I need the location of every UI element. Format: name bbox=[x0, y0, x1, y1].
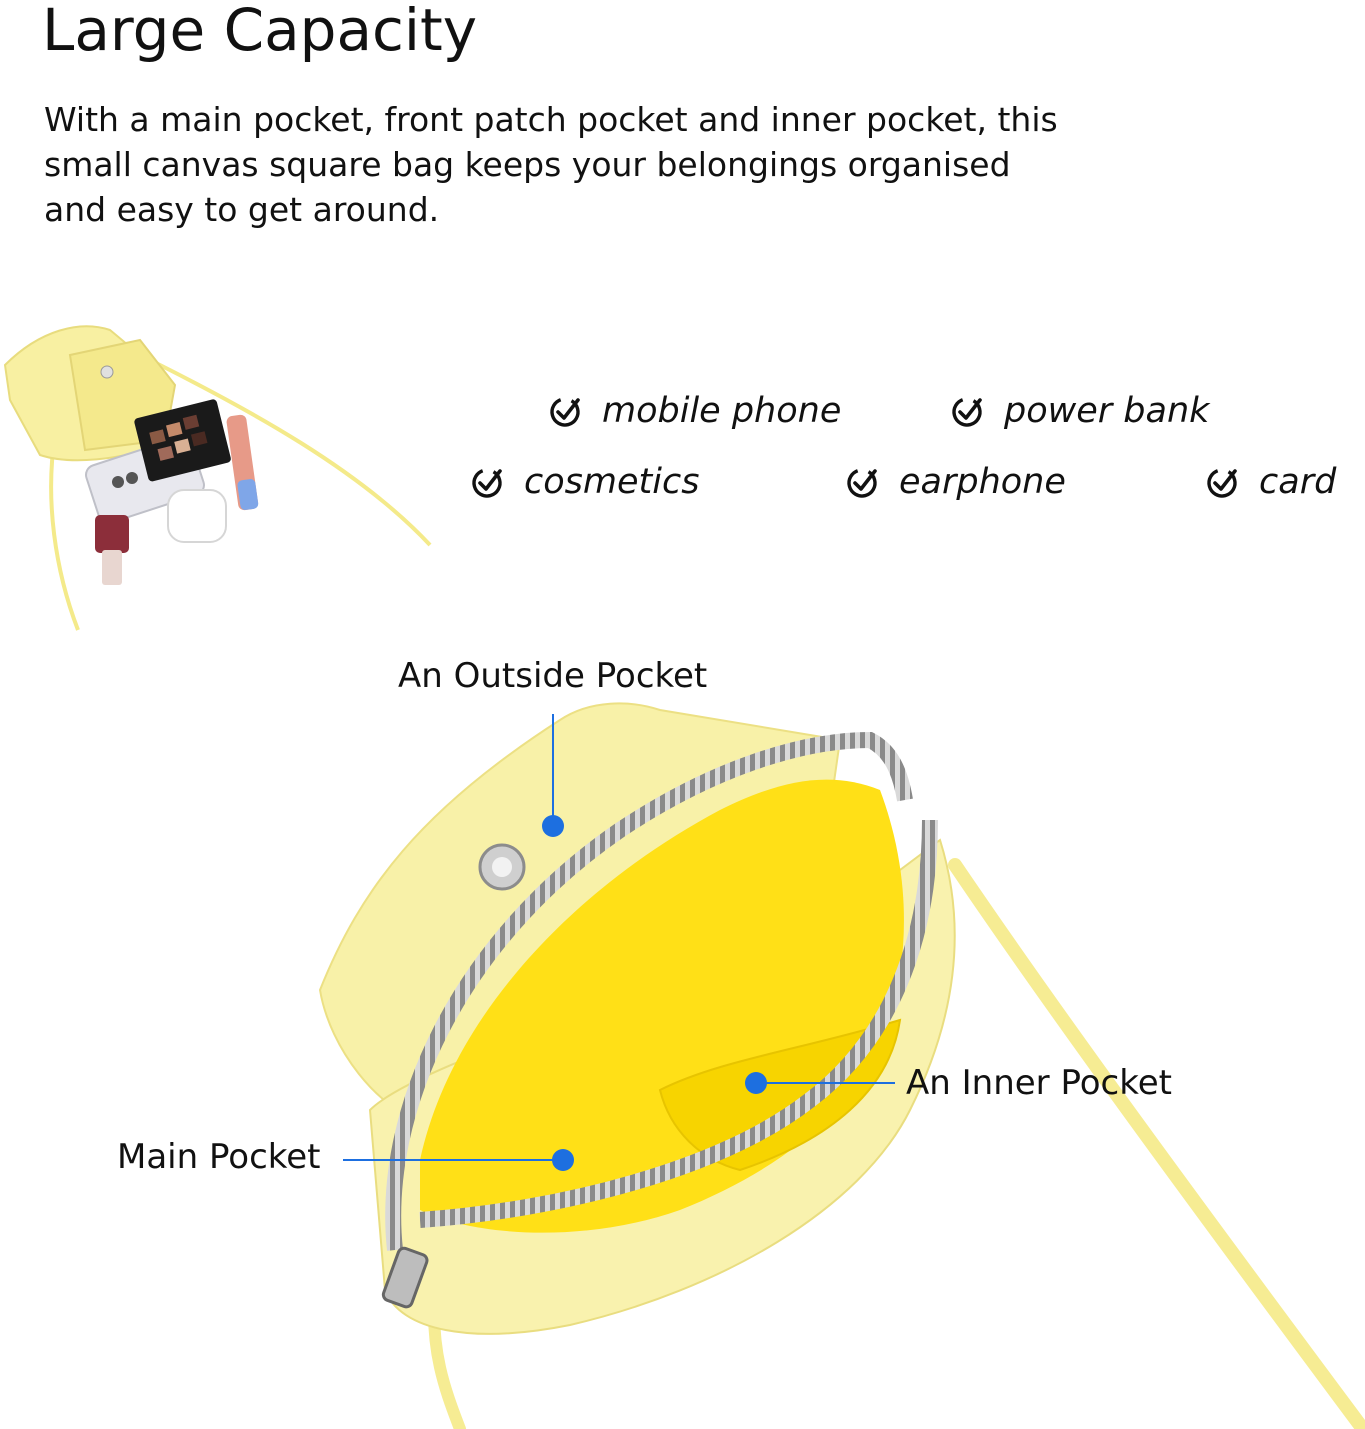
capacity-item-card: card bbox=[1205, 462, 1336, 502]
capacity-item-cosmetics: cosmetics bbox=[470, 462, 699, 502]
capacity-item-mobile-phone: mobile phone bbox=[548, 391, 841, 431]
check-circle-icon bbox=[1207, 468, 1237, 498]
page-title: Large Capacity bbox=[42, 0, 478, 64]
description-line: With a main pocket, front patch pocket a… bbox=[44, 100, 1058, 139]
capacity-item-power-bank: power bank bbox=[950, 391, 1209, 431]
capacity-item-label: earphone bbox=[899, 462, 1066, 502]
check-circle-icon bbox=[952, 397, 982, 427]
bag-contents-thumbnail bbox=[3, 325, 432, 631]
callout-inner-pocket: An Inner Pocket bbox=[906, 1063, 1172, 1103]
description-line: and easy to get around. bbox=[44, 190, 440, 229]
check-circle-icon bbox=[472, 468, 502, 498]
description: With a main pocket, front patch pocket a… bbox=[44, 97, 1124, 232]
capacity-item-label: cosmetics bbox=[524, 462, 700, 502]
open-bag-illustration bbox=[318, 702, 1365, 1429]
check-circle-icon bbox=[550, 397, 580, 427]
capacity-item-label: card bbox=[1259, 462, 1337, 502]
callout-main-pocket: Main Pocket bbox=[117, 1137, 321, 1177]
capacity-item-earphone: earphone bbox=[845, 462, 1066, 502]
capacity-item-label: power bank bbox=[1004, 391, 1210, 431]
description-line: small canvas square bag keeps your belon… bbox=[44, 145, 1011, 184]
callout-outside-pocket: An Outside Pocket bbox=[398, 656, 708, 696]
check-circle-icon bbox=[847, 468, 877, 498]
capacity-item-label: mobile phone bbox=[602, 391, 842, 431]
